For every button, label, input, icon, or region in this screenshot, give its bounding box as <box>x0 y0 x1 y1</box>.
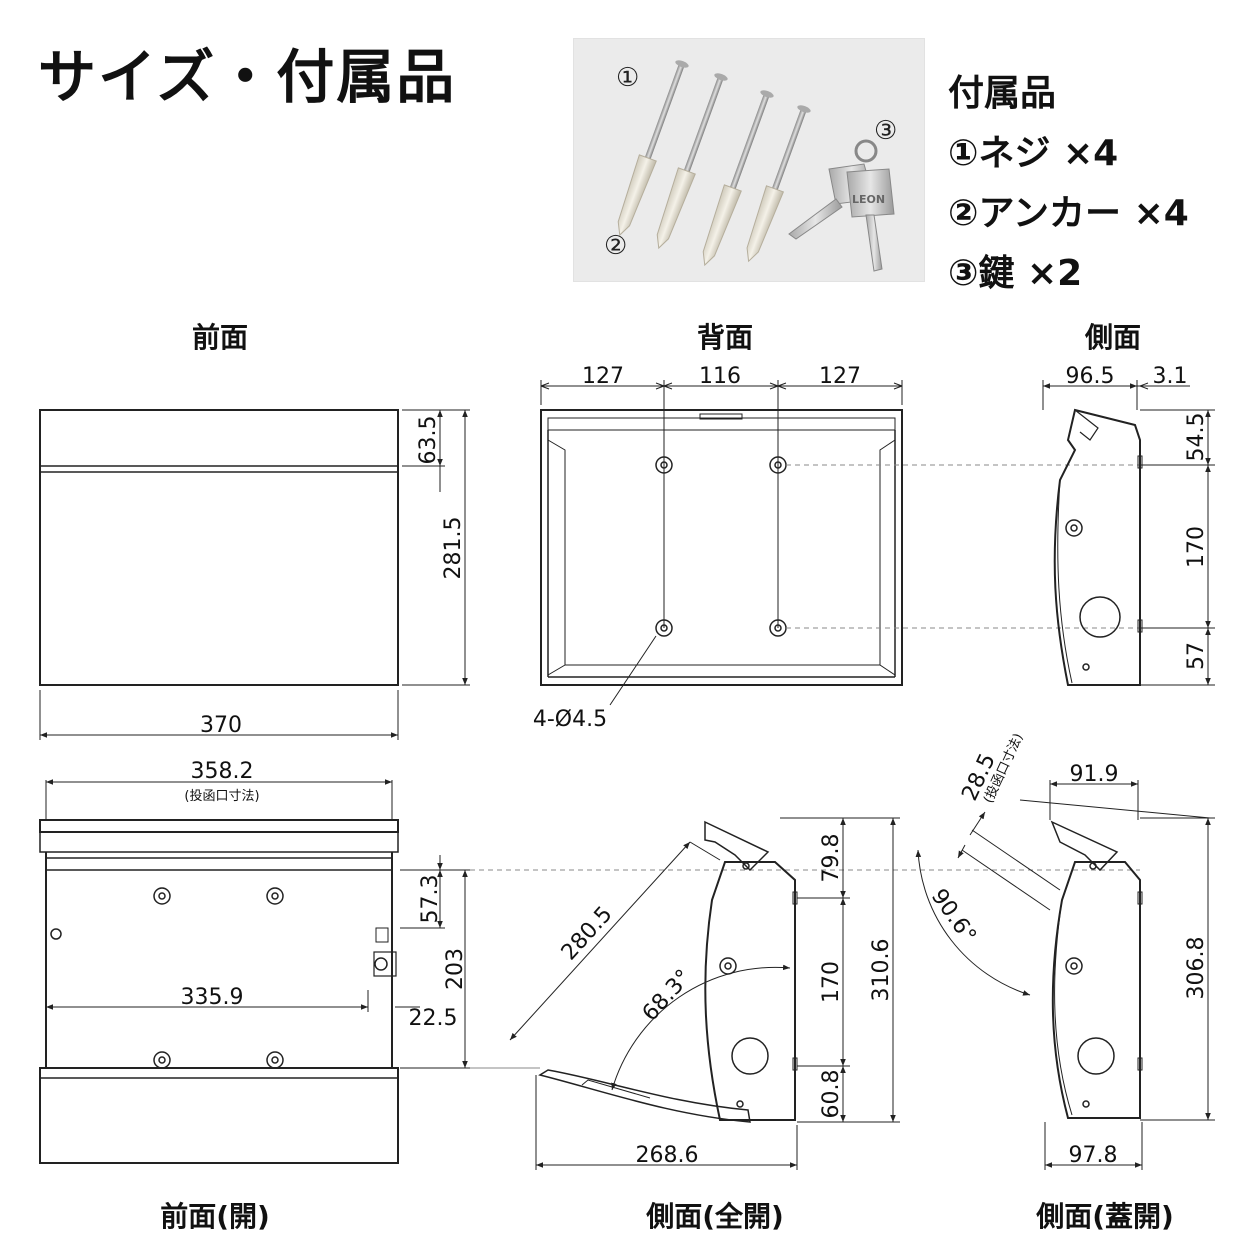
marker-1: ① <box>616 63 639 93</box>
marker-2: ② <box>604 231 627 261</box>
accessory-item-key: ③鍵 ×2 <box>948 253 1083 294</box>
dim-front-height: 281.5 <box>441 517 466 580</box>
dim-lid-base: 97.8 <box>1069 1143 1118 1168</box>
label-side-lid-open: 側面(蓋開) <box>1036 1200 1174 1233</box>
screw-4 <box>746 105 811 263</box>
dim-lid-top: 91.9 <box>1070 762 1119 787</box>
front-view <box>39 409 399 686</box>
dim-side-bottom: 57 <box>1184 642 1209 670</box>
dim-slot-note: (投函口寸法) <box>184 788 259 804</box>
dim-front-open-middle: 203 <box>443 948 468 990</box>
keys: LEON <box>788 139 895 272</box>
dim-back-right: 127 <box>819 364 861 389</box>
dim-front-open-side: 22.5 <box>409 1006 458 1031</box>
dim-front-width: 370 <box>200 713 242 738</box>
back-view <box>540 409 903 686</box>
dim-lid-total: 306.8 <box>1184 937 1209 1000</box>
dim-side-offset: 3.1 <box>1153 364 1188 389</box>
dim-back-left: 127 <box>582 364 624 389</box>
label-side-full-open: 側面(全開) <box>646 1200 784 1233</box>
dim-inner-width: 335.9 <box>181 985 244 1010</box>
front-open-view <box>39 819 399 1164</box>
accessories-heading: 付属品 <box>948 73 1057 114</box>
marker-3: ③ <box>874 116 897 146</box>
screw-2 <box>656 73 728 250</box>
accessories-illustration: LEON ① ② ③ <box>604 60 897 272</box>
label-front: 前面 <box>191 321 248 354</box>
page-title: サイズ・付属品 <box>38 43 457 111</box>
accessory-item-anchor: ②アンカー ×4 <box>948 193 1189 234</box>
label-back: 背面 <box>696 321 753 354</box>
dim-full-total: 310.6 <box>869 939 894 1002</box>
dim-slot-width: 358.2 <box>191 759 254 784</box>
dim-lid-angle: 90.6° <box>926 885 981 948</box>
dim-side-middle: 170 <box>1184 526 1209 568</box>
dim-back-center: 116 <box>699 364 741 389</box>
dim-side-top: 54.5 <box>1184 413 1209 462</box>
dim-side-depth: 96.5 <box>1066 364 1115 389</box>
dim-full-top: 79.8 <box>819 834 844 883</box>
dim-door-angle: 68.3° <box>638 965 697 1026</box>
dim-back-holes: 4-Ø4.5 <box>533 707 607 732</box>
dim-front-lid: 63.5 <box>416 416 441 465</box>
key-brand: LEON <box>852 193 885 206</box>
dim-full-base: 268.6 <box>636 1143 699 1168</box>
side-view <box>1053 408 1143 686</box>
side-lid-open-view <box>1050 820 1143 1119</box>
screw-3 <box>702 90 774 267</box>
accessories-photo: LEON ① ② ③ <box>573 38 925 282</box>
dim-front-open-top: 57.3 <box>418 875 443 924</box>
screw-1 <box>617 60 689 237</box>
dim-full-bottom: 60.8 <box>819 1070 844 1119</box>
dim-door-length: 280.5 <box>557 902 618 966</box>
label-side: 側面 <box>1084 321 1141 354</box>
label-front-open: 前面(開) <box>160 1200 270 1233</box>
accessories-list: 付属品 ①ネジ ×4 ②アンカー ×4 ③鍵 ×2 <box>948 64 1189 304</box>
accessory-item-screw: ①ネジ ×4 <box>948 133 1119 174</box>
side-full-open-view <box>538 820 798 1123</box>
dim-full-middle: 170 <box>819 961 844 1003</box>
